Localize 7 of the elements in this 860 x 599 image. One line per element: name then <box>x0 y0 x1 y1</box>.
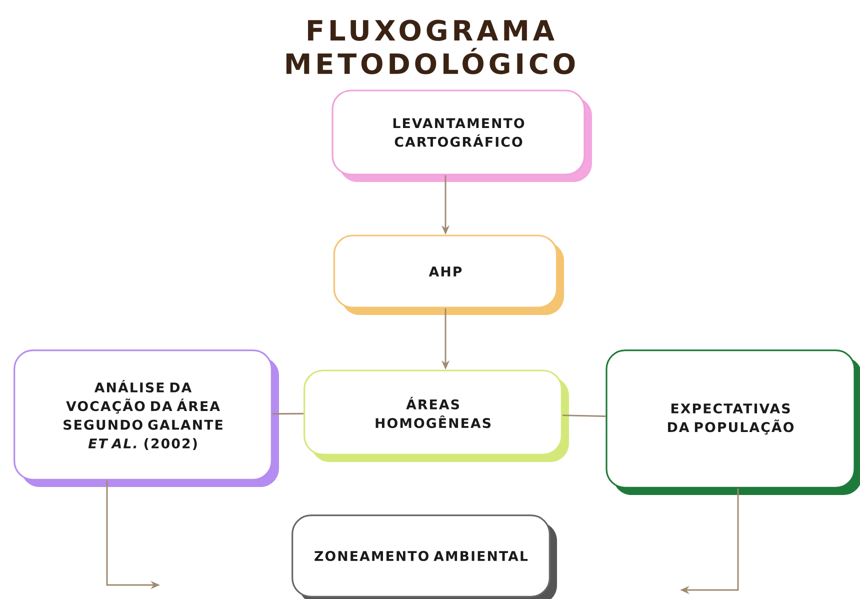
process-box: ANÁLISE DA VOCAÇÃO DA ÁREA SEGUNDO GALANTE ET AL. (2002) <box>14 350 279 487</box>
title: FLUXOGRAMA METODOLÓGICO <box>286 20 575 74</box>
process-box: ZONEAMENTO AMBIENTAL <box>292 514 557 599</box>
process-box: LEVANTAMENTO CARTOGRÁFICO <box>332 90 592 182</box>
process-box: ÁREAS HOMOGÊNEAS <box>304 370 569 462</box>
process-box: EXPECTATIVAS DA POPULAÇÃO <box>606 350 860 495</box>
process-box: AHP <box>333 234 564 315</box>
